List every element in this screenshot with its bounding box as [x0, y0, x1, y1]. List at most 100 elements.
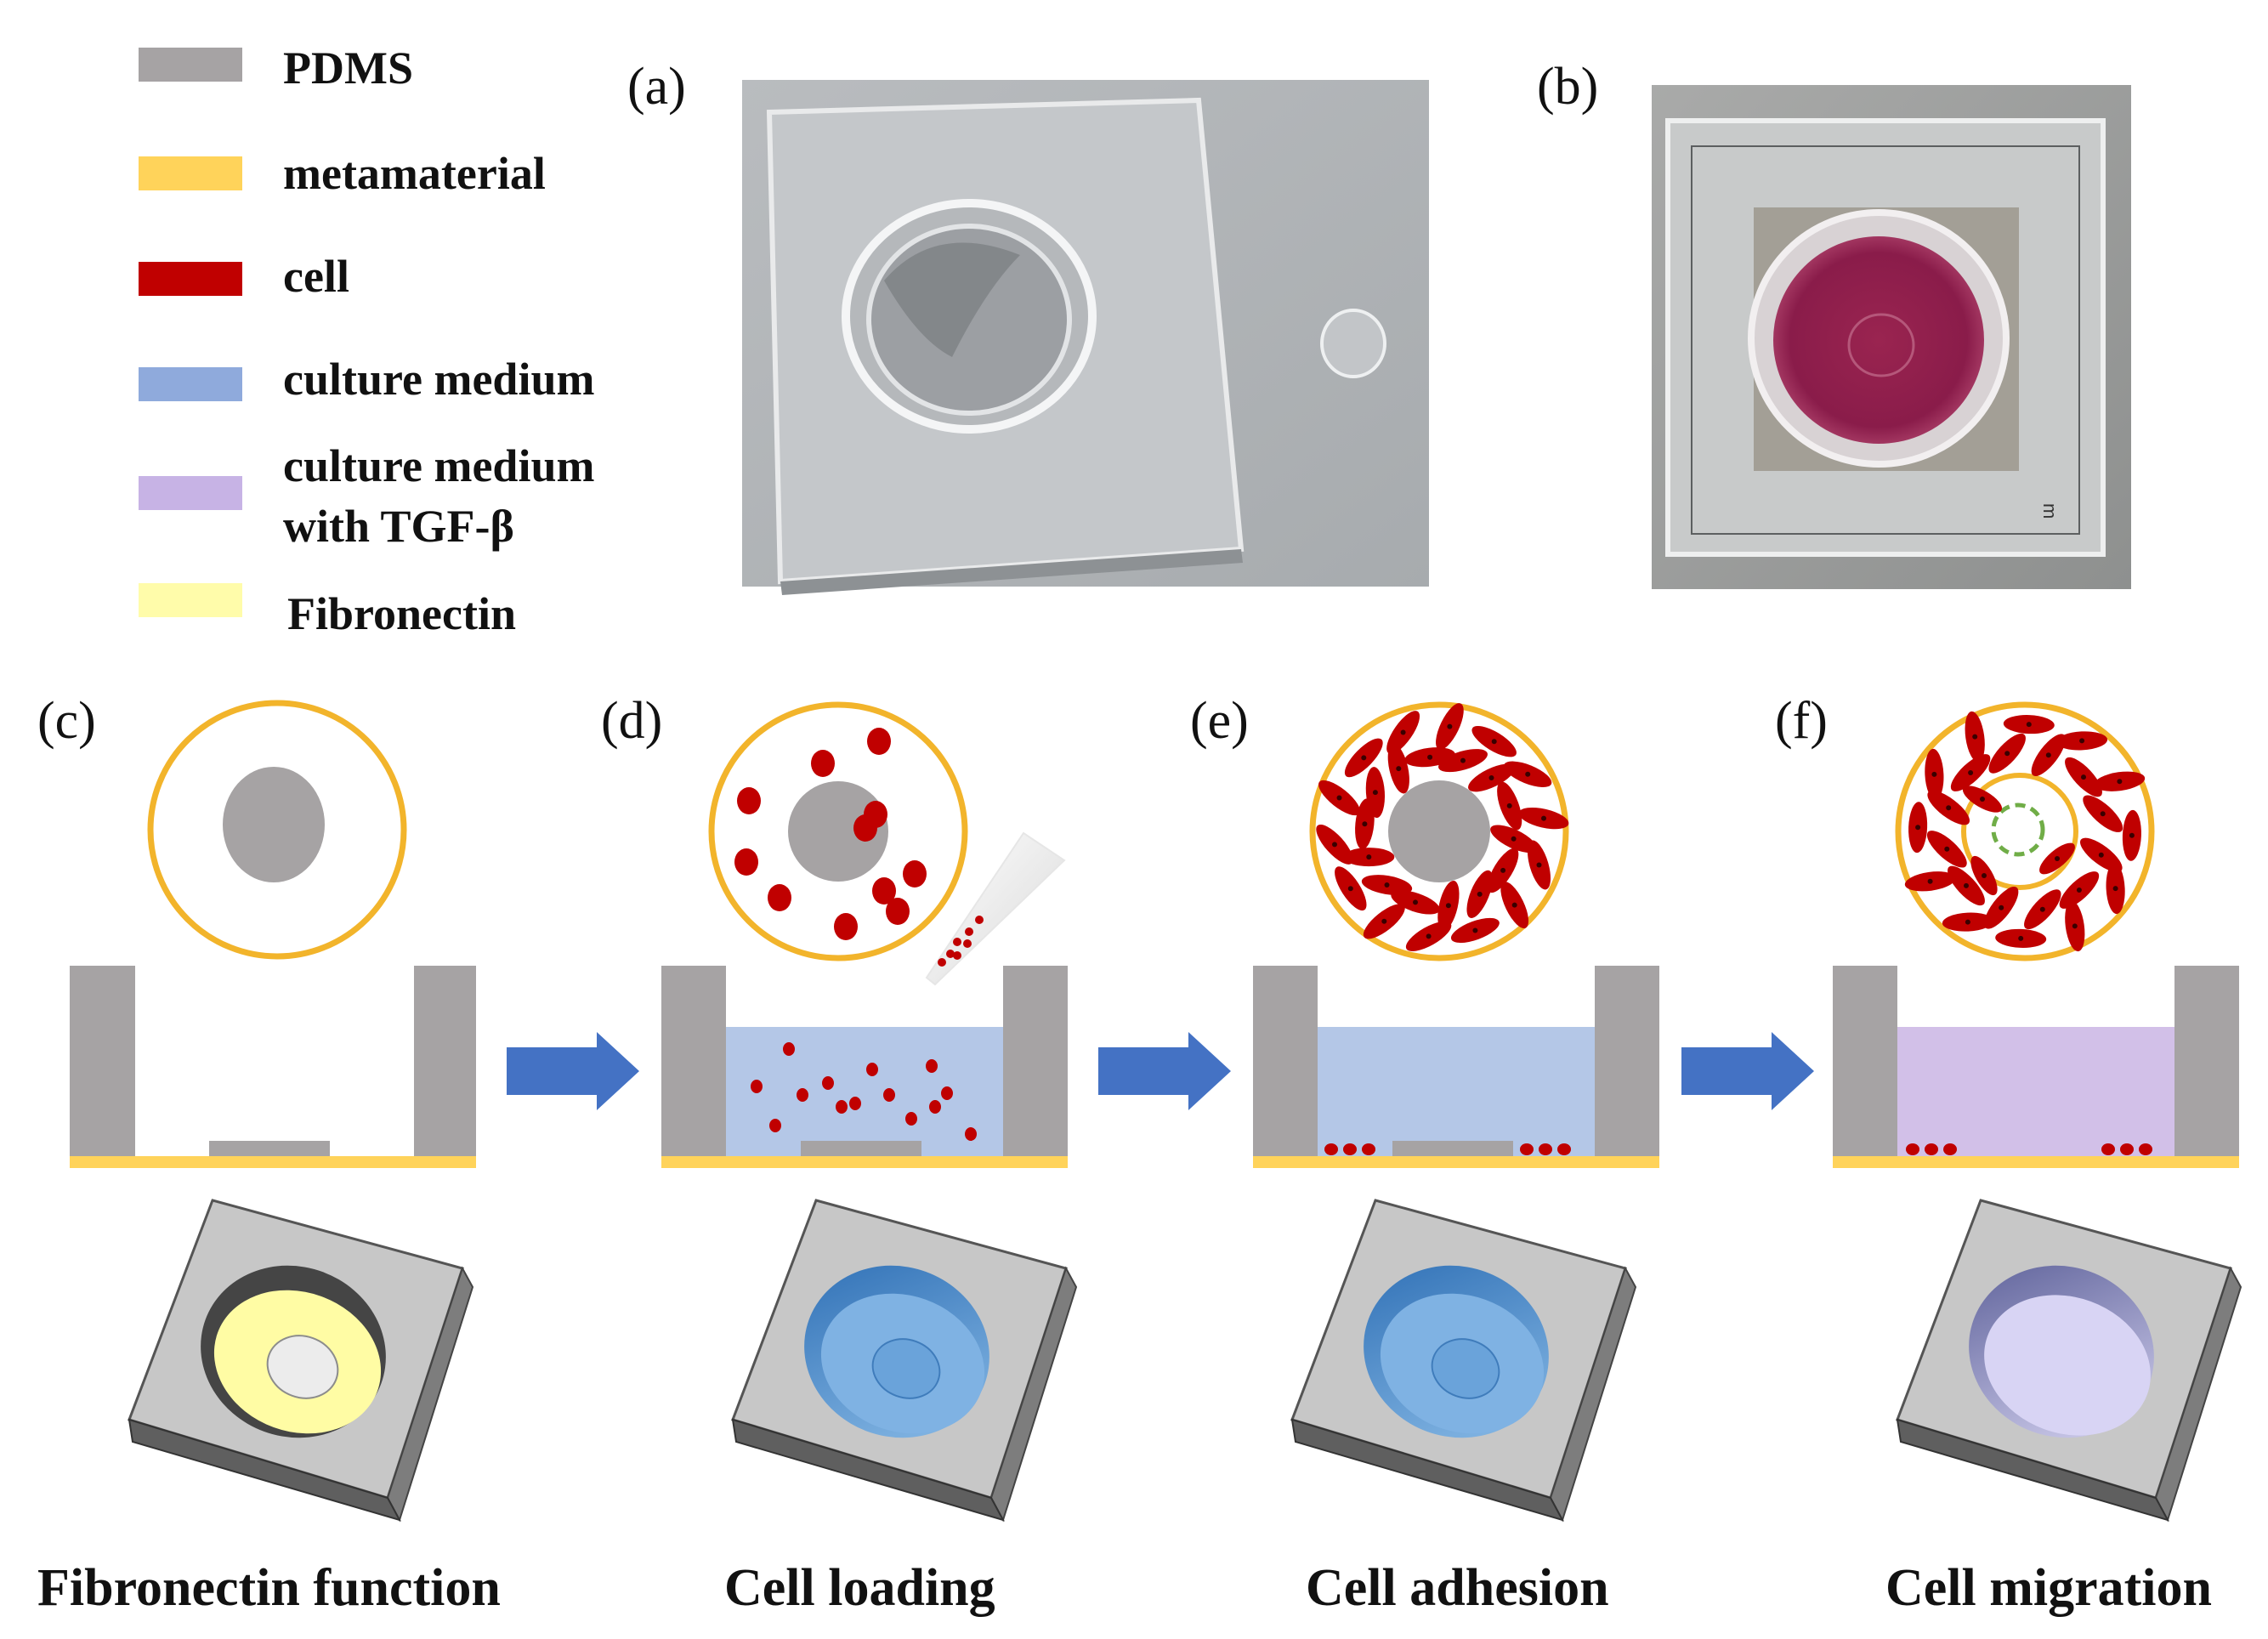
arrow-d-to-e: [1098, 1032, 1231, 1110]
photo-b-corner-mark: m: [2039, 503, 2061, 519]
cell-nucleus: [1500, 867, 1506, 873]
photo-a-small-disk: [1320, 309, 1386, 378]
suspended-cell: [751, 1080, 763, 1093]
cell-nucleus: [1972, 734, 1978, 740]
cell-nucleus: [2018, 935, 2024, 941]
cell-nucleus: [2004, 751, 2010, 757]
step-title-cell-loading: Cell loading: [724, 1559, 995, 1617]
legend-item-metamaterial: metamaterial: [139, 148, 546, 199]
cell-nucleus: [1964, 882, 1969, 888]
pipette-cell: [963, 939, 972, 948]
legend-label-culture-medium: culture medium: [283, 354, 594, 405]
photo-a-ring-shadow: [884, 242, 1020, 357]
round-cell: [734, 848, 758, 876]
topview-f-dashed-circle: [1991, 802, 2045, 857]
cell-nucleus: [1477, 891, 1483, 897]
cell-nucleus: [1347, 886, 1353, 892]
topview-e-pdms-disk: [1388, 780, 1490, 882]
cell-nucleus: [1332, 842, 1337, 848]
cross-e-metamaterial: [1253, 1156, 1659, 1168]
suspended-cell: [797, 1088, 808, 1102]
legend-label-cell: cell: [283, 251, 349, 302]
cell-nucleus: [1999, 905, 2004, 910]
cross-d-pdms-right: [1003, 966, 1068, 1156]
pipette-cell: [965, 927, 973, 936]
cell-nucleus: [2112, 886, 2118, 892]
legend-label-culture-medium-tgf-line2: with TGF-β: [283, 501, 514, 552]
round-cell: [834, 913, 858, 940]
suspended-cell: [783, 1042, 795, 1056]
legend-item-fibronectin: Fibronectin: [139, 583, 516, 639]
cell-nucleus: [2117, 779, 2123, 785]
cell-nucleus: [1396, 766, 1402, 772]
cell-nucleus: [1927, 878, 1933, 884]
pipette-tip: [925, 831, 1066, 986]
cell-nucleus: [2129, 832, 2135, 838]
cross-section-c: [70, 966, 476, 1168]
round-cell: [811, 750, 835, 777]
cross-c-pdms-left: [70, 966, 135, 1156]
topview-f-ring: [1895, 701, 2155, 961]
cell-nucleus: [1536, 862, 1542, 868]
step-title-fibronectin-function: Fibronectin function: [37, 1559, 501, 1617]
adhered-cell: [2120, 1143, 2134, 1155]
suspended-cell: [926, 1059, 938, 1073]
cell-nucleus: [1491, 739, 1497, 745]
legend-label-metamaterial: metamaterial: [283, 148, 546, 199]
cell-nucleus: [1511, 902, 1517, 908]
topview-e: [1309, 701, 1569, 961]
topview-c: [147, 700, 407, 960]
cross-f-pdms-left: [1833, 966, 1897, 1156]
cell-nucleus: [1460, 757, 1466, 763]
cross-d-metamaterial: [661, 1156, 1068, 1168]
cross-e-adhered-cells: [1324, 1143, 1571, 1155]
cross-d-pdms-disk: [801, 1141, 921, 1156]
panel-label-b: (b): [1537, 58, 1598, 116]
photo-b-center-disk: [1847, 313, 1915, 377]
legend-item-culture-medium: culture medium: [139, 354, 594, 405]
cell-nucleus: [2055, 856, 2060, 861]
photo-b: m: [1652, 85, 2131, 589]
legend-swatch-fibronectin: [139, 583, 242, 617]
cross-d-pdms-left: [661, 966, 726, 1156]
step-title-cell-migration: Cell migration: [1885, 1559, 2212, 1617]
arrow-e-to-f: [1681, 1032, 1814, 1110]
adhered-cell: [1343, 1143, 1357, 1155]
cell-nucleus: [1426, 933, 1432, 939]
cross-section-d: [661, 966, 1068, 1168]
legend-label-culture-medium-tgf-line1: culture medium: [283, 440, 594, 491]
pipette-cell: [946, 950, 955, 958]
photo-b-dish-medium: [1773, 236, 1984, 444]
block-f-well-floor: [1984, 1295, 2151, 1436]
cross-f-pdms-right: [2174, 966, 2239, 1156]
cell-nucleus: [1384, 882, 1390, 888]
legend-item-pdms: PDMS: [139, 43, 413, 94]
suspended-cell: [822, 1076, 834, 1090]
cell-nucleus: [1511, 836, 1517, 842]
adhered-cell: [1925, 1143, 1938, 1155]
cell-nucleus: [1968, 770, 1974, 775]
block-f-front-side: [1896, 1418, 2170, 1522]
legend-swatch-culture-medium: [139, 367, 242, 401]
suspended-cell: [769, 1119, 781, 1132]
topview-f-inner-ring: [1961, 773, 2078, 890]
panel-label-d: (d): [601, 692, 662, 750]
cross-f-metamaterial: [1833, 1156, 2239, 1168]
cell-nucleus: [1982, 873, 1987, 878]
cell-nucleus: [1381, 918, 1387, 924]
cell-nucleus: [1362, 821, 1368, 827]
cell-nucleus: [1506, 802, 1512, 808]
topview-d-pdms-disk: [788, 781, 888, 882]
suspended-cell: [836, 1100, 848, 1114]
cross-f-adhered-cells: [1906, 1143, 2152, 1155]
round-cell: [737, 787, 761, 814]
block-3d-f: [1896, 1199, 2242, 1523]
legend-item-culture-medium-tgf: culture medium with TGF-β: [139, 440, 594, 552]
suspended-cell: [866, 1063, 878, 1076]
cross-e-medium: [1318, 1027, 1595, 1156]
round-cell: [872, 877, 896, 905]
cross-e-pdms-left: [1253, 966, 1318, 1156]
cell-nucleus: [2100, 811, 2106, 817]
pipette-cell: [953, 951, 961, 960]
